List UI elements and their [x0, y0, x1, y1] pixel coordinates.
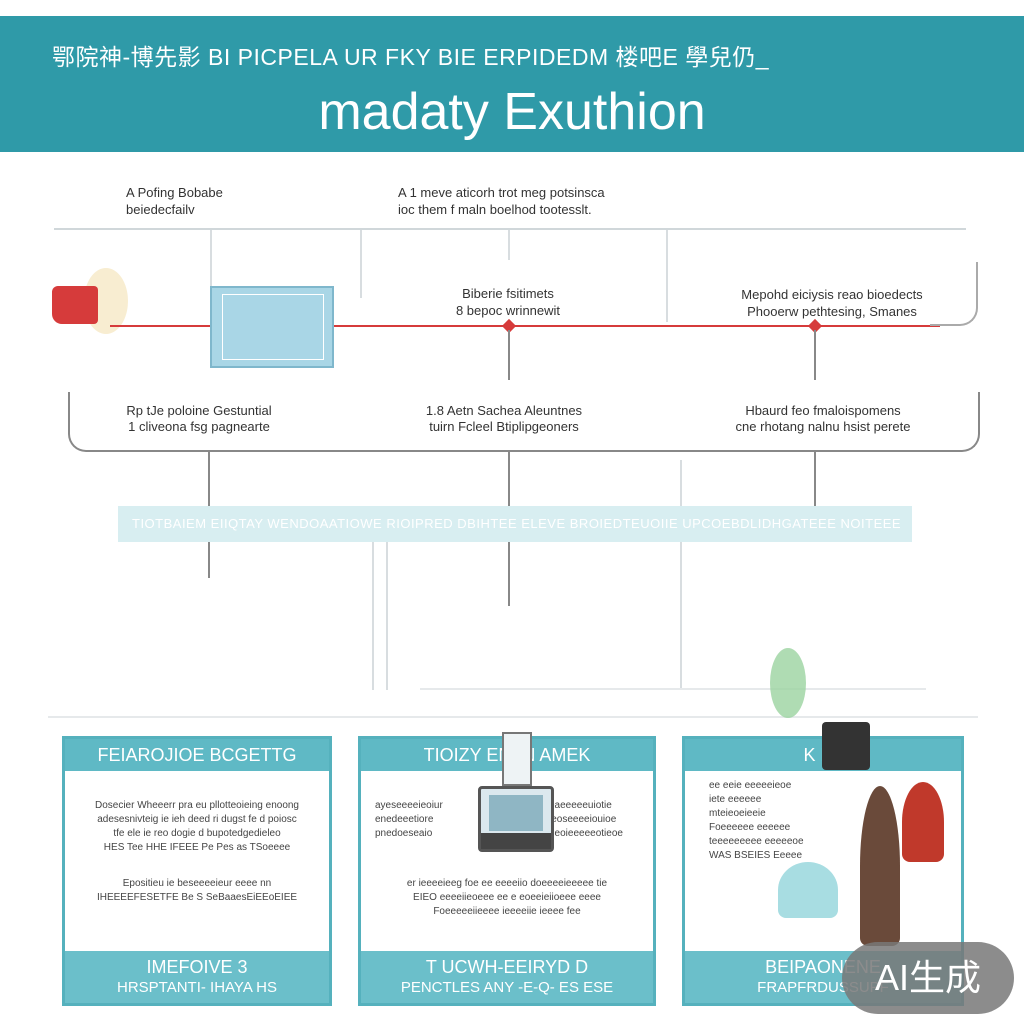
header-subtitle: 鄂院神-博先影 BI PICPELA UR FKY BIE ERPIDEDM 楼… — [52, 44, 770, 70]
card-2-line: eaeeeeeuiotie — [549, 800, 612, 811]
card-3-line: WAS BSEIES Eeeee — [709, 850, 803, 861]
timeline-right-label-2: Phooerw pethtesing, Smanes — [747, 304, 917, 319]
connector-line — [666, 230, 668, 322]
card-1-text-2: Epositieu ie beseeeeieur eeee nn IHEEEEF… — [79, 877, 315, 905]
card-1-line: IHEEEEFESETFE Be S SeBaaesEiEEoEIEE — [96, 892, 298, 903]
card-2-line: enedeeetiore — [375, 814, 434, 825]
info-card-1: FEIAROJIOE BCGETTG Dosecier Wheeerr pra … — [62, 736, 332, 1006]
connector-line — [508, 230, 510, 260]
card-1-line: Epositieu ie beseeeeieur eeee nn — [122, 878, 272, 889]
card-1-line: Dosecier Wheeerr pra eu pllotteoieing en… — [94, 800, 299, 811]
phase-1-desc: 1 cliveona fsg pagnearte — [128, 419, 270, 434]
phase-3-title: Hbaurd feo fmaloispomens — [745, 403, 901, 418]
connector-line — [372, 540, 374, 690]
card-1-title: FEIAROJIOE BCGETTG — [65, 739, 329, 771]
laptop-device-icon — [478, 786, 554, 852]
card-2-line: deoieeeeeotieoe — [549, 828, 623, 839]
card-2-line: Foeeeeeiieeee ieeeeiie ieeee fee — [433, 906, 581, 917]
document-chart-icon — [210, 286, 334, 368]
phase-2-desc: tuirn Fcleel Btiplipgeoners — [429, 419, 579, 434]
card-3-line: Foeeeeee eeeeee — [709, 822, 791, 833]
timeline-end-bracket — [930, 262, 978, 326]
card-1-line: adesesnivteig ie ieh deed ri dugst fe d … — [97, 814, 297, 825]
timeline-right-label-1: Mepohd eiciysis reao bioedects — [741, 287, 923, 302]
timeline-mid-label-1: Biberie fsitimets — [462, 286, 554, 301]
top-divider-line — [54, 228, 966, 230]
connector-line — [420, 688, 926, 690]
card-1-footer-subtitle: HRSPTANTI- IHAYA HS — [116, 979, 278, 996]
phase-3-desc: cne rhotang nalnu hsist perete — [735, 419, 911, 434]
connector-line — [360, 230, 362, 298]
bottom-divider-line — [48, 716, 978, 718]
person-illustration — [860, 786, 900, 946]
phases-bracket — [68, 392, 980, 452]
connector-line — [814, 452, 816, 506]
card-3-line: iete eeeeee — [709, 794, 762, 805]
red-hand-icon — [52, 286, 98, 324]
card-2-text-right: eaeeeeeuiotie ieoseeeeiouioe deoieeeeeot… — [549, 799, 639, 841]
top-note-left-1: A Pofing Bobabe — [126, 185, 223, 200]
card-2-line: ayeseeeeieoiur — [375, 800, 443, 811]
card-1-footer: IMEFOIVE 3 HRSPTANTI- IHAYA HS — [65, 951, 329, 1003]
card-2-line: pnedoeseaio — [375, 828, 433, 839]
timeline-mid-label-2: 8 bepoc wrinnewit — [455, 303, 561, 318]
info-band — [118, 506, 912, 542]
card-3-line: teeeeeeeee eeeeeoe — [709, 836, 804, 847]
connector-line — [680, 460, 682, 688]
timeline-line — [110, 325, 940, 327]
card-2-line: EIEO eeeeiieoeee ee e eoeeieiioeee eeee — [413, 892, 601, 903]
card-2-footer-title: T UCWH-EEIRYD D — [425, 957, 589, 977]
phase-2-title: 1.8 Aetn Sachea Aleuntnes — [425, 403, 583, 418]
device-antenna-icon — [502, 732, 532, 786]
card-2-text-left: ayeseeeeieoiur enedeeetiore pnedoeseaio — [375, 799, 475, 841]
card-2-footer-subtitle: PENCTLES ANY -E-Q- ES ESE — [400, 979, 614, 996]
ai-generated-badge: AI生成 — [842, 942, 1014, 1014]
connector-line — [508, 330, 510, 380]
card-3-line: mteieoeieeie — [709, 808, 766, 819]
plant-illustration — [770, 648, 806, 718]
person-illustration — [902, 782, 944, 862]
card-3-text: ee eeie eeeeeieoe iete eeeeee mteieoeiee… — [709, 779, 829, 863]
top-note-center-1: A 1 meve aticorh trot meg potsinsca — [398, 185, 605, 200]
page-title: madaty Exuthion — [318, 83, 706, 141]
card-2-text-2: er ieeeeieeg foe ee eeeeiio doeeeeieeeee… — [375, 877, 639, 919]
connector-line — [210, 230, 212, 290]
top-note-left-2: beiedecfailv — [126, 202, 195, 217]
card-1-line: tfe ele ie reo dogie d bupotedgedieleo — [113, 828, 281, 839]
machine-illustration — [822, 722, 870, 770]
header-banner: 鄂院神-博先影 BI PICPELA UR FKY BIE ERPIDEDM 楼… — [0, 16, 1024, 152]
card-2-line: er ieeeeieeg foe ee eeeeiio doeeeeieeeee… — [406, 878, 608, 889]
card-1-text: Dosecier Wheeerr pra eu pllotteoieing en… — [79, 799, 315, 855]
connector-line — [814, 330, 816, 380]
card-2-footer: T UCWH-EEIRYD D PENCTLES ANY -E-Q- ES ES… — [361, 951, 653, 1003]
info-band-text: TIOTBAIEM EIIQTAY WENDOAATIOWE RIOIPRED … — [132, 516, 902, 531]
card-3-line: ee eeie eeeeeieoe — [709, 780, 792, 791]
card-1-footer-title: IMEFOIVE 3 — [146, 957, 248, 977]
card-1-line: HES Tee HHE IFEEE Pe Pes as TSoeeee — [103, 842, 291, 853]
phase-1-title: Rp tJe poloine Gestuntial — [126, 403, 272, 418]
card-2-line: ieoseeeeiouioe — [549, 814, 617, 825]
connector-line — [386, 540, 388, 690]
top-note-center-2: ioc them f maln boelhod tootesslt. — [398, 202, 592, 217]
person-illustration — [778, 862, 838, 918]
